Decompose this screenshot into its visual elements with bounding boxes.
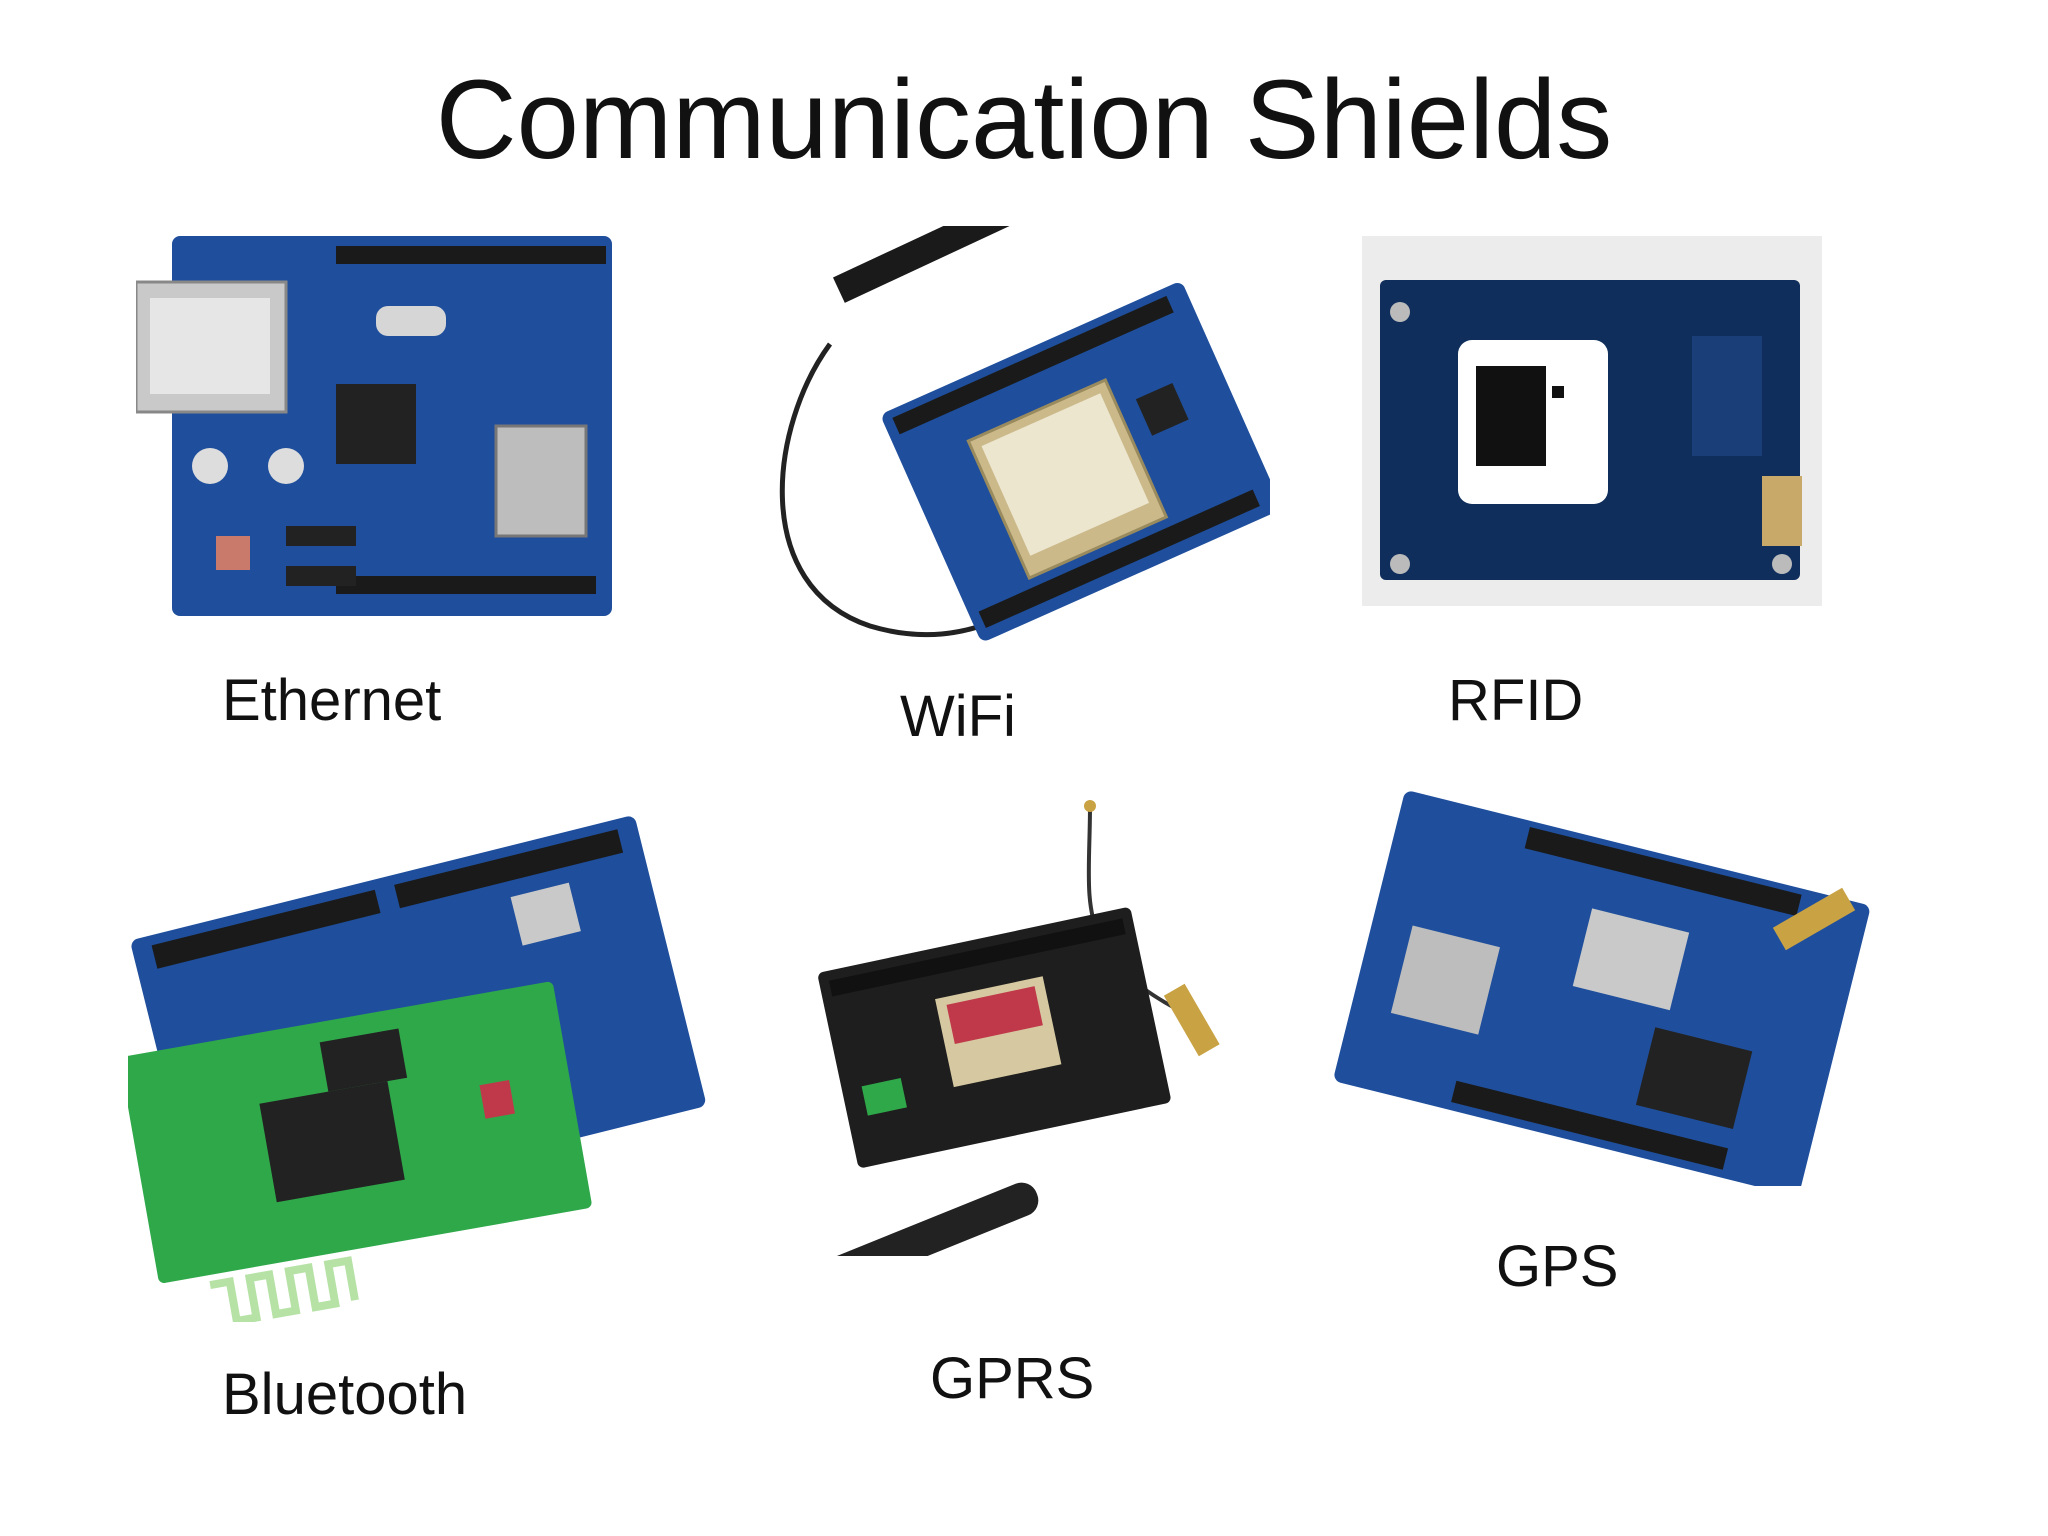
gprs-shield-illustration: [775, 800, 1220, 1256]
wifi-shield-photo: [750, 226, 1270, 656]
bluetooth-label: Bluetooth: [222, 1362, 468, 1427]
ethernet-shield-photo: [136, 236, 624, 620]
wifi-shield-illustration: [779, 226, 1270, 641]
bluetooth-shield-illustration: [128, 816, 706, 1322]
gprs-shield-photo: [770, 786, 1310, 1256]
rfid-shield-illustration: [1362, 236, 1822, 606]
gps-shield-illustration: [1334, 791, 1870, 1186]
gps-label: GPS: [1496, 1234, 1619, 1299]
gps-shield-photo: [1334, 786, 1894, 1186]
bluetooth-shield-photo: [128, 812, 718, 1322]
gprs-label: GPRS: [930, 1346, 1095, 1411]
ethernet-shield-illustration: [136, 236, 612, 616]
slide-title: Communication Shields: [435, 57, 1613, 182]
ethernet-label: Ethernet: [222, 668, 442, 733]
wifi-label: WiFi: [900, 684, 1016, 749]
rfid-label: RFID: [1448, 668, 1584, 733]
rfid-shield-photo: [1362, 236, 1822, 606]
